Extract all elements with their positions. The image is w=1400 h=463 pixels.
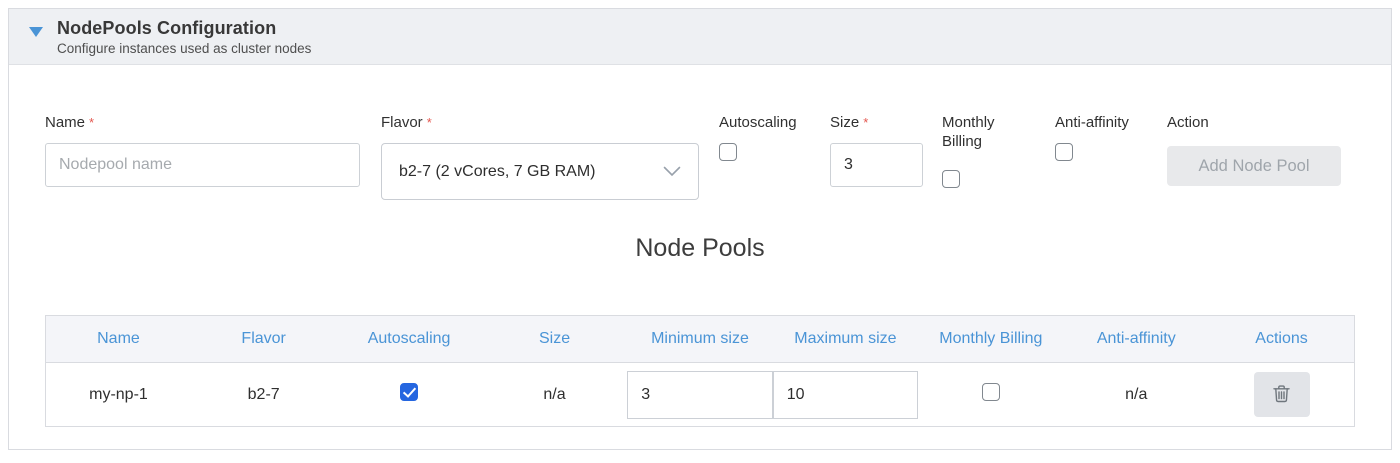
delete-node-pool-button[interactable] [1253, 372, 1310, 417]
nodepool-form: Name* Flavor* b2-7 (2 vCores, 7 GB RAM) … [45, 113, 1355, 200]
monthly-billing-label: Monthly Billing [942, 114, 995, 150]
autoscaling-label: Autoscaling [719, 114, 797, 131]
required-asterisk: * [426, 115, 432, 130]
row-minimum-size-input[interactable] [627, 370, 773, 419]
row-monthly-billing-checkbox[interactable] [981, 383, 1000, 401]
cell-anti-affinity: n/a [1125, 385, 1148, 403]
action-field-group: Action Add Node Pool [1167, 113, 1341, 186]
size-label: Size* [830, 114, 869, 131]
column-header-autoscaling: Autoscaling [336, 315, 482, 363]
node-pools-heading: Node Pools [635, 234, 765, 262]
action-label: Action [1167, 114, 1209, 131]
cell-autoscaling [336, 363, 481, 427]
anti-affinity-field-group: Anti-affinity [1055, 113, 1167, 161]
column-header-flavor: Flavor [190, 315, 337, 363]
flavor-field-group: Flavor* b2-7 (2 vCores, 7 GB RAM) [381, 113, 719, 200]
node-pools-table: Name Flavor Autoscaling Size Minimum siz… [45, 315, 1355, 427]
required-asterisk: * [863, 115, 869, 130]
nodepools-panel: NodePools Configuration Configure instan… [8, 8, 1392, 450]
monthly-billing-checkbox[interactable] [942, 170, 960, 188]
cell-actions [1209, 363, 1355, 427]
anti-affinity-label: Anti-affinity [1055, 114, 1129, 131]
size-input[interactable] [830, 143, 923, 187]
panel-title: NodePools Configuration [57, 18, 277, 38]
autoscaling-checkbox[interactable] [719, 143, 737, 161]
cell-name: my-np-1 [89, 385, 148, 403]
monthly-billing-field-group: Monthly Billing [942, 113, 1055, 188]
size-field-group: Size* [830, 113, 942, 187]
panel-header-text: NodePools Configuration Configure instan… [57, 18, 311, 56]
row-autoscaling-checkbox[interactable] [400, 383, 419, 401]
table-header-row: Name Flavor Autoscaling Size Minimum siz… [45, 315, 1355, 363]
panel-header: NodePools Configuration Configure instan… [9, 9, 1391, 65]
panel-subtitle: Configure instances used as cluster node… [57, 41, 312, 56]
name-field-group: Name* [45, 113, 381, 187]
cell-flavor: b2-7 [247, 385, 280, 403]
anti-affinity-checkbox[interactable] [1055, 143, 1073, 161]
column-header-monthly-billing: Monthly Billing [918, 315, 1064, 363]
column-header-actions: Actions [1209, 315, 1355, 363]
panel-content: Name* Flavor* b2-7 (2 vCores, 7 GB RAM) … [9, 65, 1391, 449]
column-header-size: Size [481, 315, 628, 363]
required-asterisk: * [89, 115, 95, 130]
column-header-minimum-size: Minimum size [627, 315, 773, 363]
name-label: Name* [45, 114, 95, 131]
nodepool-name-input[interactable] [45, 143, 360, 187]
autoscaling-field-group: Autoscaling [719, 113, 830, 161]
collapse-caret-icon[interactable] [29, 27, 43, 37]
column-header-maximum-size: Maximum size [772, 315, 919, 363]
flavor-select[interactable]: b2-7 (2 vCores, 7 GB RAM) [381, 143, 699, 200]
column-header-anti-affinity: Anti-affinity [1063, 315, 1209, 363]
flavor-label: Flavor* [381, 114, 432, 131]
add-node-pool-button[interactable]: Add Node Pool [1167, 146, 1341, 186]
cell-size: n/a [543, 385, 566, 403]
chevron-down-icon [663, 166, 681, 177]
cell-monthly-billing [918, 363, 1063, 427]
flavor-selected-value: b2-7 (2 vCores, 7 GB RAM) [399, 162, 596, 180]
column-header-name: Name [45, 315, 191, 363]
cell-minimum-size [627, 363, 773, 427]
cell-maximum-size [772, 363, 919, 427]
row-maximum-size-input[interactable] [772, 370, 919, 419]
table-row: my-np-1 b2-7 n/a [45, 363, 1355, 427]
trash-icon [1273, 384, 1290, 406]
